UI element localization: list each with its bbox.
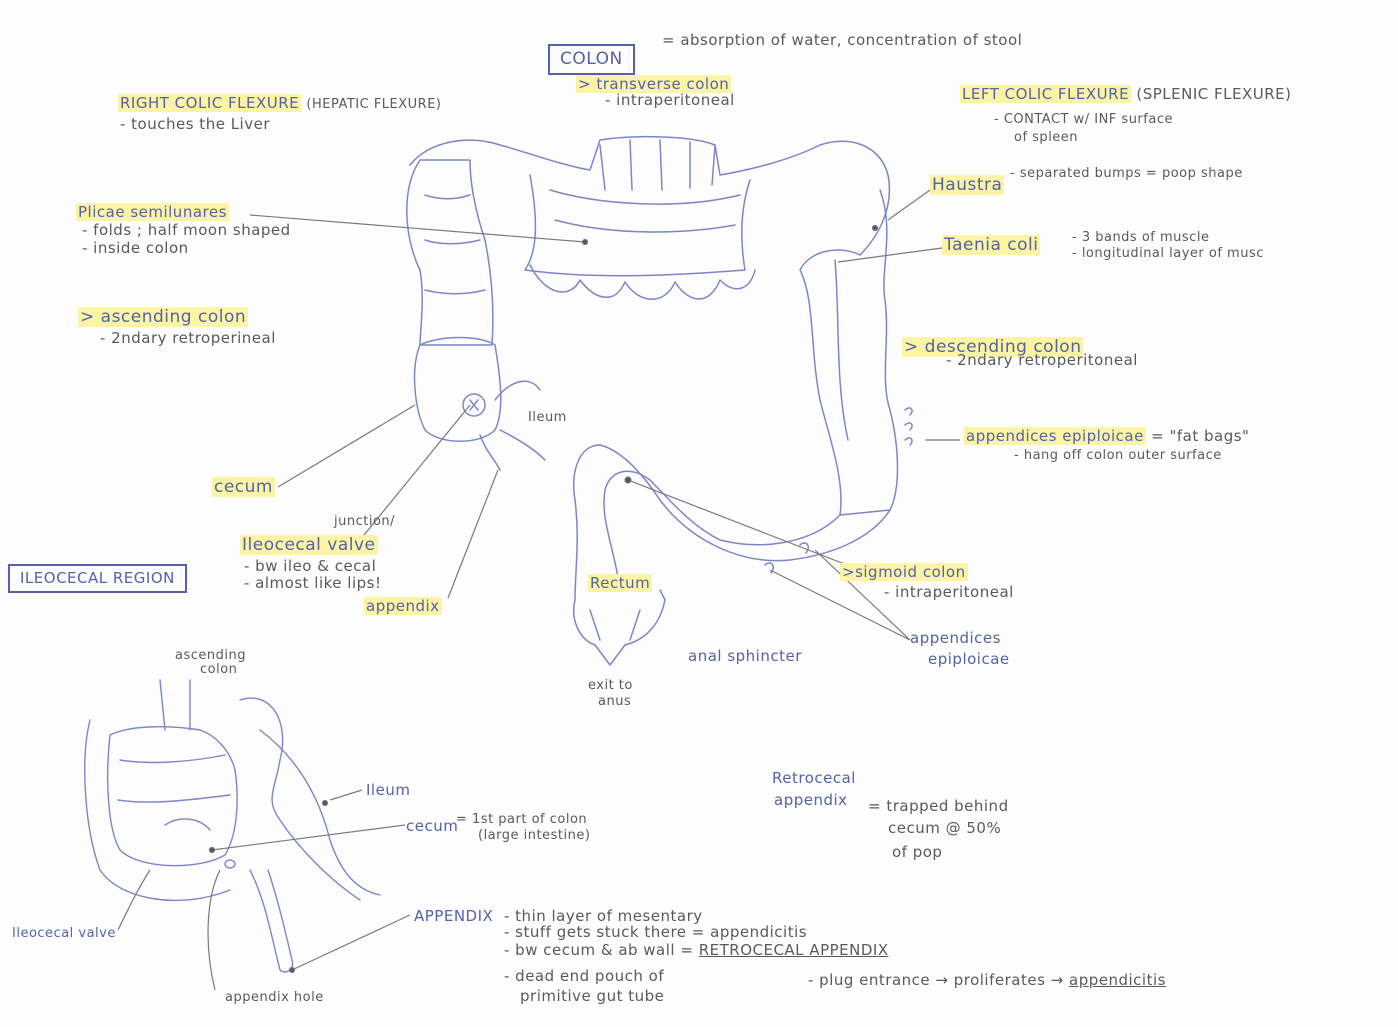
plug-note-term: appendicitis xyxy=(1069,971,1166,989)
retrocecal-title-line1: Retrocecal xyxy=(772,769,856,787)
right-colic-flexure-label: RIGHT COLIC FLEXURE (HEPATIC FLEXURE) xyxy=(118,94,442,112)
lower-appendix-note2: - stuff gets stuck there = appendicitis xyxy=(504,924,807,941)
lower-appendix-note4: - dead end pouch of xyxy=(504,967,665,985)
transverse-colon-shape xyxy=(409,136,891,256)
haustra-label: Haustra xyxy=(930,175,1005,195)
right-colic-flexure-note: - touches the Liver xyxy=(120,115,270,133)
taenia-coli-title: Taenia coli xyxy=(942,235,1041,255)
ileocecal-region-title: ILEOCECAL REGION xyxy=(8,564,187,593)
appendix-hole-label: appendix hole xyxy=(225,990,324,1005)
transverse-colon-title: > transverse colon xyxy=(576,75,732,93)
ileocecal-valve-label: Ileocecal valve xyxy=(240,535,378,555)
rectum-shape xyxy=(573,589,666,666)
exit-line2: anus xyxy=(598,694,632,709)
haustra-title: Haustra xyxy=(930,175,1005,195)
cecum-title: cecum xyxy=(212,477,275,497)
lower-cecum-def2: (large intestine) xyxy=(478,828,591,843)
appendix-title: appendix xyxy=(364,597,442,615)
ascending-colon-note: - 2ndary retroperineal xyxy=(100,329,276,347)
ascending-colon-title: > ascending colon xyxy=(78,307,249,327)
lower-ileum-label: Ileum xyxy=(366,781,411,799)
cecum-shape xyxy=(413,336,502,442)
colon-title: COLON xyxy=(548,44,635,75)
plicae-semilunares-label: Plicae semilunares xyxy=(76,203,229,221)
rectum-title: Rectum xyxy=(588,574,653,592)
lower-cecum-shape xyxy=(107,726,238,867)
lower-ascending-colon-shape xyxy=(159,679,191,731)
ascending-colon-label: > ascending colon xyxy=(78,307,249,327)
taenia-note2: - longitudinal layer of musc xyxy=(1072,246,1264,261)
ileum-small-label: Ileum xyxy=(528,410,567,425)
lower-ileocecal-valve-label: Ileocecal valve xyxy=(12,926,116,941)
retrocecal-title-line2: appendix xyxy=(774,791,848,809)
descending-colon-shape xyxy=(799,189,899,516)
taenia-coli-label: Taenia coli xyxy=(942,235,1041,255)
plug-note: - plug entrance → proliferates → appendi… xyxy=(808,972,1166,989)
transverse-colon-label: > transverse colon xyxy=(576,75,732,93)
retrocecal-def3: of pop xyxy=(892,843,943,861)
lower-appendix-note2-term: appendicitis xyxy=(710,923,808,941)
right-colic-flexure-title: RIGHT COLIC FLEXURE xyxy=(118,94,302,112)
retrocecal-def1: = trapped behind xyxy=(868,797,1009,815)
lower-ileum-shape xyxy=(239,697,381,901)
epiploicae2-line2: epiploicae xyxy=(928,650,1010,668)
appendix-label: appendix xyxy=(364,597,442,615)
plicae-note1: - folds ; half moon shaped xyxy=(82,221,291,239)
haustra-note: - separated bumps = poop shape xyxy=(1010,166,1243,181)
transverse-colon-note: - intraperitoneal xyxy=(605,91,735,109)
plicae-semilunares-title: Plicae semilunares xyxy=(76,203,229,221)
sigmoid-colon-label: >sigmoid colon xyxy=(840,563,968,581)
appendices-epiploicae-label: appendices epiploicae = "fat bags" xyxy=(964,427,1250,445)
lower-cecum-label: cecum xyxy=(406,817,459,835)
taenia-note1: - 3 bands of muscle xyxy=(1072,230,1210,245)
ileocecal-valve-title: Ileocecal valve xyxy=(240,535,378,555)
hepatic-flexure-alt: (HEPATIC FLEXURE) xyxy=(306,97,442,112)
epiploicae-note: - hang off colon outer surface xyxy=(1014,448,1222,463)
ileocecal-junction-note: junction/ xyxy=(334,514,396,529)
cecum-label: cecum xyxy=(212,477,275,497)
left-colic-flexure-label: LEFT COLIC FLEXURE (SPLENIC FLEXURE) xyxy=(960,85,1292,103)
ileocecal-note2: - almost like lips! xyxy=(244,574,382,592)
sigmoid-colon-note: - intraperitoneal xyxy=(884,583,1014,601)
lower-appendix-note3: - bw cecum & ab wall = RETROCECAL APPEND… xyxy=(504,942,889,959)
lower-appendix-note3-text: - bw cecum & ab wall = xyxy=(504,941,699,959)
appendix-shape xyxy=(479,434,501,471)
lower-cecum-def1: = 1st part of colon xyxy=(456,812,588,827)
lower-ascending-line1: ascending xyxy=(175,648,246,663)
colon-definition: = absorption of water, concentration of … xyxy=(662,31,1023,49)
left-colic-flexure-note1: - CONTACT w/ INF surface xyxy=(994,112,1173,127)
lower-appendix-label: APPENDIX xyxy=(414,907,494,925)
ileocecal-note1: - bw ileo & cecal xyxy=(244,557,377,575)
lower-appendix-note2-text: - stuff gets stuck there = xyxy=(504,923,711,941)
exit-line1: exit to xyxy=(588,678,633,693)
descending-colon-label: > descending colon xyxy=(902,337,1084,357)
splenic-flexure-alt: (SPLENIC FLEXURE) xyxy=(1136,85,1292,103)
sigmoid-colon-title: >sigmoid colon xyxy=(840,563,968,581)
left-colic-flexure-note2: of spleen xyxy=(1014,130,1079,145)
epiploicae-definition: = "fat bags" xyxy=(1151,427,1250,445)
ascending-colon-shape xyxy=(406,159,494,346)
epiploicae2-line1: appendices xyxy=(910,629,1001,647)
lower-ascending-line2: colon xyxy=(200,662,238,677)
retrocecal-def2: cecum @ 50% xyxy=(888,819,1002,837)
lower-appendix-note1: - thin layer of mesentary xyxy=(504,907,703,925)
rectum-label: Rectum xyxy=(588,574,653,592)
lower-appendix-note5: primitive gut tube xyxy=(520,987,665,1005)
descending-colon-note: - 2ndary retroperitoneal xyxy=(946,351,1138,369)
appendices-epiploicae-title: appendices epiploicae xyxy=(964,427,1146,445)
lower-appendix-note3-term: RETROCECAL APPENDIX xyxy=(698,941,889,959)
sigmoid-colon-shape xyxy=(573,444,891,601)
lower-appendix-shape xyxy=(249,869,294,973)
plug-note-text: - plug entrance → proliferates → xyxy=(808,971,1069,989)
ileum-shape xyxy=(494,380,546,461)
plicae-note2: - inside colon xyxy=(82,239,189,257)
anal-sphincter-label: anal sphincter xyxy=(688,647,802,665)
ileocecal-valve-shape xyxy=(462,393,486,417)
left-colic-flexure-title: LEFT COLIC FLEXURE xyxy=(960,85,1132,103)
descending-colon-title: > descending colon xyxy=(902,337,1084,357)
